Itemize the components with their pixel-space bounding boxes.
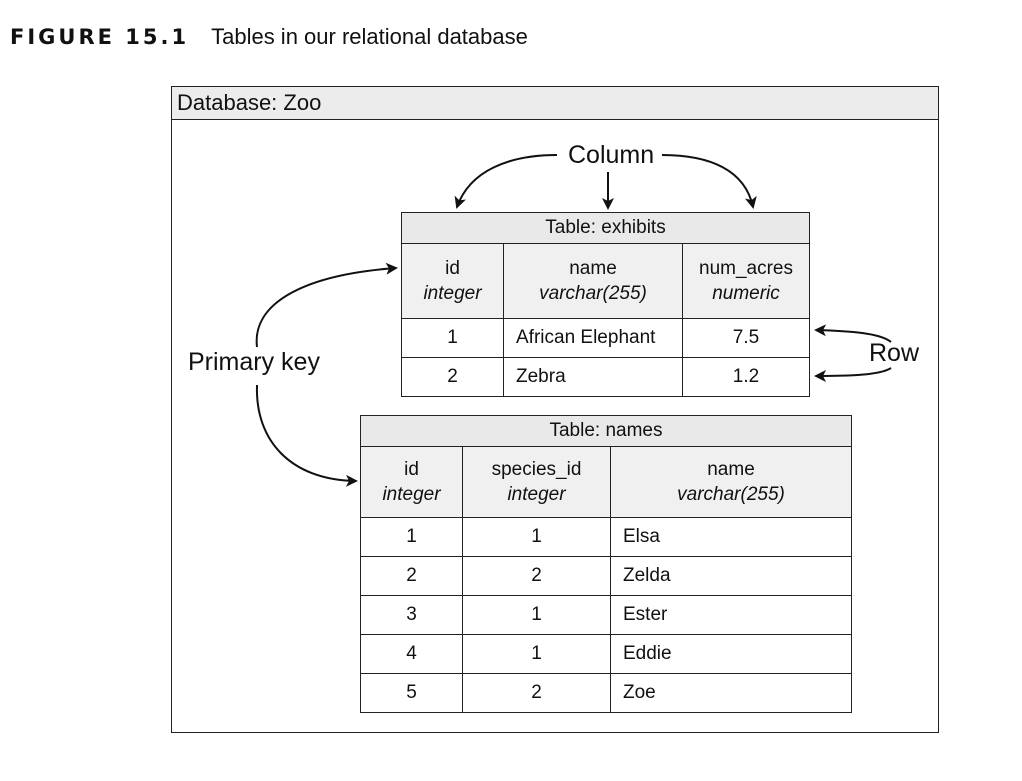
- table-row: 1 1 Elsa: [360, 517, 852, 557]
- names-table: Table: names id integer species_id integ…: [360, 415, 852, 713]
- exhibits-table: Table: exhibits id integer name varchar(…: [401, 212, 810, 397]
- primary-key-arrow-bottom: [255, 384, 358, 487]
- figure-number: FIGURE 15.1: [10, 25, 190, 49]
- column-header: species_id integer: [462, 446, 611, 518]
- table-row: 2 2 Zelda: [360, 556, 852, 596]
- figure-title: Tables in our relational database: [211, 24, 528, 49]
- table-row: 2 Zebra 1.2: [401, 357, 810, 397]
- table-cell: 2: [462, 556, 611, 596]
- table-cell: Zoe: [610, 673, 852, 713]
- table-cell: Zebra: [503, 357, 683, 397]
- column-type: varchar(255): [539, 283, 647, 304]
- column-type: integer: [423, 283, 482, 304]
- table-row: 5 2 Zoe: [360, 673, 852, 713]
- table-cell: 7.5: [682, 318, 810, 358]
- column-name: species_id: [491, 459, 582, 480]
- column-name: id: [404, 459, 419, 480]
- column-name: name: [569, 258, 617, 279]
- table-cell: Zelda: [610, 556, 852, 596]
- table-row: 4 1 Eddie: [360, 634, 852, 674]
- table-cell: Ester: [610, 595, 852, 635]
- database-title: Database: Zoo: [172, 87, 938, 120]
- column-header: num_acres numeric: [682, 243, 810, 319]
- column-label: Column: [568, 141, 655, 169]
- column-header: id integer: [360, 446, 463, 518]
- row-arrow-bottom: [814, 367, 892, 382]
- table-cell: 5: [360, 673, 463, 713]
- table-cell: 1: [462, 517, 611, 557]
- table-cell: 1: [360, 517, 463, 557]
- table-cell: African Elephant: [503, 318, 683, 358]
- table-cell: 2: [360, 556, 463, 596]
- column-type: integer: [382, 484, 441, 505]
- table-caption: Table: exhibits: [401, 212, 810, 244]
- column-name: id: [445, 258, 460, 279]
- column-type: integer: [507, 484, 566, 505]
- table-cell: 2: [401, 357, 504, 397]
- row-arrow-top: [814, 324, 892, 343]
- column-header: name varchar(255): [503, 243, 683, 319]
- column-type: varchar(255): [677, 484, 785, 505]
- table-row: 1 African Elephant 7.5: [401, 318, 810, 358]
- table-caption: Table: names: [360, 415, 852, 447]
- column-arrow-left: [454, 154, 558, 209]
- table-cell: 1.2: [682, 357, 810, 397]
- column-type: numeric: [712, 283, 780, 304]
- table-row: 3 1 Ester: [360, 595, 852, 635]
- table-cell: 1: [462, 634, 611, 674]
- table-cell: 4: [360, 634, 463, 674]
- table-cell: 1: [401, 318, 504, 358]
- table-cell: 1: [462, 595, 611, 635]
- primary-key-arrow-top: [255, 262, 398, 348]
- row-label: Row: [869, 339, 920, 367]
- column-name: name: [707, 459, 755, 480]
- table-cell: Elsa: [610, 517, 852, 557]
- table-cell: Eddie: [610, 634, 852, 674]
- column-name: num_acres: [699, 258, 793, 279]
- table-cell: 2: [462, 673, 611, 713]
- database-frame: Database: Zoo: [171, 86, 939, 733]
- column-header: name varchar(255): [610, 446, 852, 518]
- column-header: id integer: [401, 243, 504, 319]
- column-arrow-right: [661, 154, 757, 209]
- primary-key-label: Primary key: [188, 348, 320, 376]
- figure-caption: FIGURE 15.1 Tables in our relational dat…: [10, 22, 528, 52]
- table-cell: 3: [360, 595, 463, 635]
